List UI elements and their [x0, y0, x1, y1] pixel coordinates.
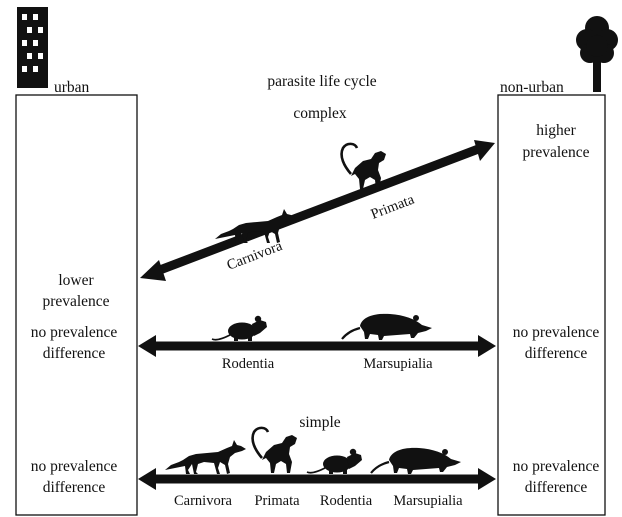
urban-row1-line1: lower	[58, 272, 94, 289]
rat-icon	[306, 447, 363, 475]
non-urban-row2-line2: difference	[525, 345, 588, 362]
urban-row2-line2: difference	[43, 345, 106, 362]
fox-icon	[165, 440, 246, 474]
bottom-label-rodentia: Rodentia	[320, 493, 373, 509]
monkey-icon	[340, 142, 388, 191]
tree-icon	[576, 16, 618, 92]
non-urban-row3-line2: difference	[525, 479, 588, 496]
bottom-label-primata: Primata	[254, 493, 300, 509]
bottom-label-carnivora: Carnivora	[174, 493, 233, 509]
non-urban-row3-line1: no prevalence	[513, 458, 600, 475]
complex-diagonal-arrow	[140, 140, 495, 281]
simple-horizontal-arrow	[138, 468, 496, 490]
urban-row1-line2: prevalence	[42, 293, 109, 310]
urban-row3-line2: difference	[43, 479, 106, 496]
urban-row2-line1: no prevalence	[31, 324, 118, 341]
middle-label-marsupialia: Marsupialia	[363, 356, 433, 372]
complex-horizontal-arrow	[138, 335, 496, 357]
bottom-label-marsupialia: Marsupialia	[393, 493, 463, 509]
non-urban-row1-line1: higher	[536, 122, 576, 139]
non-urban-column-box	[497, 94, 606, 516]
diagonal-label-primata: Primata	[369, 191, 417, 222]
urban-row3-line1: no prevalence	[31, 458, 118, 475]
rat-icon	[211, 314, 268, 342]
opossum-icon	[340, 312, 434, 342]
complex-label: complex	[293, 105, 347, 122]
middle-label-rodentia: Rodentia	[222, 356, 275, 372]
monkey-icon	[251, 426, 299, 475]
opossum-icon	[369, 446, 463, 476]
simple-label: simple	[299, 414, 340, 431]
diagram-title: parasite life cycle	[267, 73, 376, 90]
building-icon	[17, 7, 48, 88]
urban-column-box	[15, 94, 138, 516]
non-urban-label: non-urban	[500, 79, 564, 96]
non-urban-row1-line2: prevalence	[522, 144, 589, 161]
non-urban-row2-line1: no prevalence	[513, 324, 600, 341]
urban-label: urban	[54, 79, 90, 96]
